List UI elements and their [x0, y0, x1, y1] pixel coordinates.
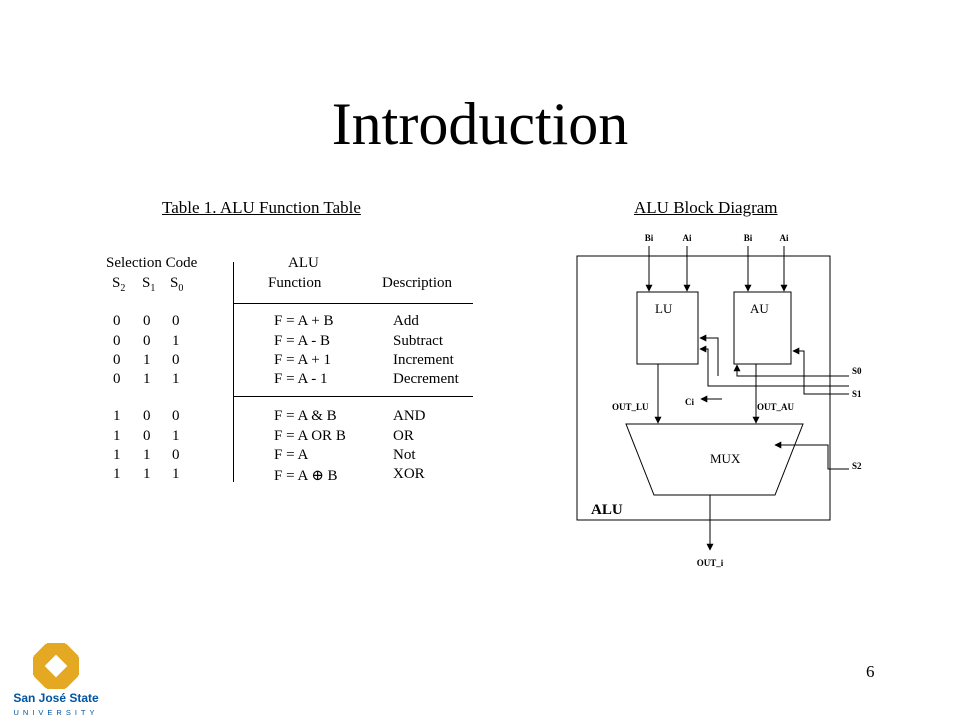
table-cell-desc: Decrement: [393, 371, 459, 387]
lu-input-ai-label: Ai: [683, 233, 692, 243]
table-cell-s1: 1: [143, 447, 151, 463]
logo-university-text: UNIVERSITY: [13, 708, 98, 717]
s0-wire-to-lu: [699, 334, 719, 376]
table-cell-func: F = A - B: [274, 333, 330, 349]
page-number: 6: [866, 662, 875, 681]
table-cell-s1: 1: [143, 466, 151, 482]
s1-wire-to-lu: [699, 345, 849, 387]
table-cell-s1: 0: [143, 408, 151, 424]
table-cell-s2: 0: [113, 352, 121, 368]
table-cell-desc: AND: [393, 408, 426, 424]
lu-block: [636, 291, 699, 365]
table-cell-func: F = A & B: [274, 408, 337, 424]
table-cell-desc: Increment: [393, 352, 454, 368]
table-cell-s1: 0: [143, 313, 151, 329]
alu-boundary-box: [576, 255, 831, 521]
table-cell-s0: 0: [172, 408, 180, 424]
table-cell-s2: 0: [113, 371, 121, 387]
sun-logo-icon: [33, 643, 79, 689]
table-column-divider: [233, 262, 234, 482]
header-selection-code: Selection Code: [106, 255, 198, 271]
table-cell-s1: 1: [143, 352, 151, 368]
mux-label: MUX: [710, 451, 741, 466]
lu-input-bi-label: Bi: [645, 233, 654, 243]
table-cell-s0: 1: [172, 333, 180, 349]
table-cell-s2: 0: [113, 333, 121, 349]
header-s1: S1: [142, 275, 156, 294]
out-au-label: OUT_AU: [757, 402, 795, 412]
s2-wire-to-mux: [774, 441, 849, 470]
table-cell-s2: 1: [113, 447, 121, 463]
carry-in-label: Ci: [685, 397, 694, 407]
mux-block: [625, 423, 804, 496]
header-s0: S0: [170, 275, 184, 294]
table-cell-s0: 0: [172, 313, 180, 329]
au-label: AU: [750, 301, 769, 316]
table-cell-s1: 0: [143, 428, 151, 444]
output-label: OUT_i: [697, 558, 724, 568]
table-header-divider: [233, 303, 473, 304]
table-cell-func: F = A + 1: [274, 352, 331, 368]
table-cell-func: F = A ⊕ B: [274, 468, 338, 484]
table-cell-s2: 0: [113, 313, 121, 329]
au-block: [733, 291, 792, 365]
logo-name-text: San José State: [13, 691, 99, 705]
header-description: Description: [382, 275, 452, 291]
table-cell-desc: Add: [393, 313, 419, 329]
slide-title: Introduction: [331, 91, 629, 157]
alu-label: ALU: [591, 502, 623, 518]
s2-label: S2: [852, 461, 862, 471]
table-cell-desc: OR: [393, 428, 414, 444]
header-s2: S2: [112, 275, 126, 294]
table-cell-func: F = A OR B: [274, 428, 346, 444]
table-cell-s0: 1: [172, 428, 180, 444]
table-cell-s2: 1: [113, 428, 121, 444]
table-cell-func: F = A: [274, 447, 309, 463]
s0-wire-to-au: [733, 364, 849, 377]
table-cell-desc: Not: [393, 447, 416, 463]
out-lu-label: OUT_LU: [612, 402, 649, 412]
table-cell-desc: XOR: [393, 466, 425, 482]
table-cell-s0: 0: [172, 447, 180, 463]
university-logo: San José State UNIVERSITY: [13, 643, 99, 717]
s1-label: S1: [852, 389, 862, 399]
lu-label: LU: [655, 301, 673, 316]
table-cell-func: F = A - 1: [274, 371, 328, 387]
table-cell-s1: 0: [143, 333, 151, 349]
table-cell-s2: 1: [113, 408, 121, 424]
table-cell-func: F = A + B: [274, 313, 334, 329]
table-cell-s0: 1: [172, 466, 180, 482]
s1-wire-to-au: [792, 347, 849, 395]
au-input-bi-label: Bi: [744, 233, 753, 243]
table-cell-s0: 0: [172, 352, 180, 368]
alu-block-diagram: ALU LU AU Bi Ai Bi Ai S0 S1 Ci OUT_LU OU…: [576, 233, 862, 568]
diagram-caption: ALU Block Diagram: [634, 198, 778, 217]
table-group-divider: [233, 396, 473, 397]
header-alu: ALU: [288, 255, 319, 271]
table-cell-desc: Subtract: [393, 333, 443, 349]
table-caption: Table 1. ALU Function Table: [162, 198, 361, 217]
s0-label: S0: [852, 366, 862, 376]
table-cell-s1: 1: [143, 371, 151, 387]
au-input-ai-label: Ai: [780, 233, 789, 243]
table-cell-s0: 1: [172, 371, 180, 387]
table-cell-s2: 1: [113, 466, 121, 482]
header-function: Function: [268, 275, 322, 291]
